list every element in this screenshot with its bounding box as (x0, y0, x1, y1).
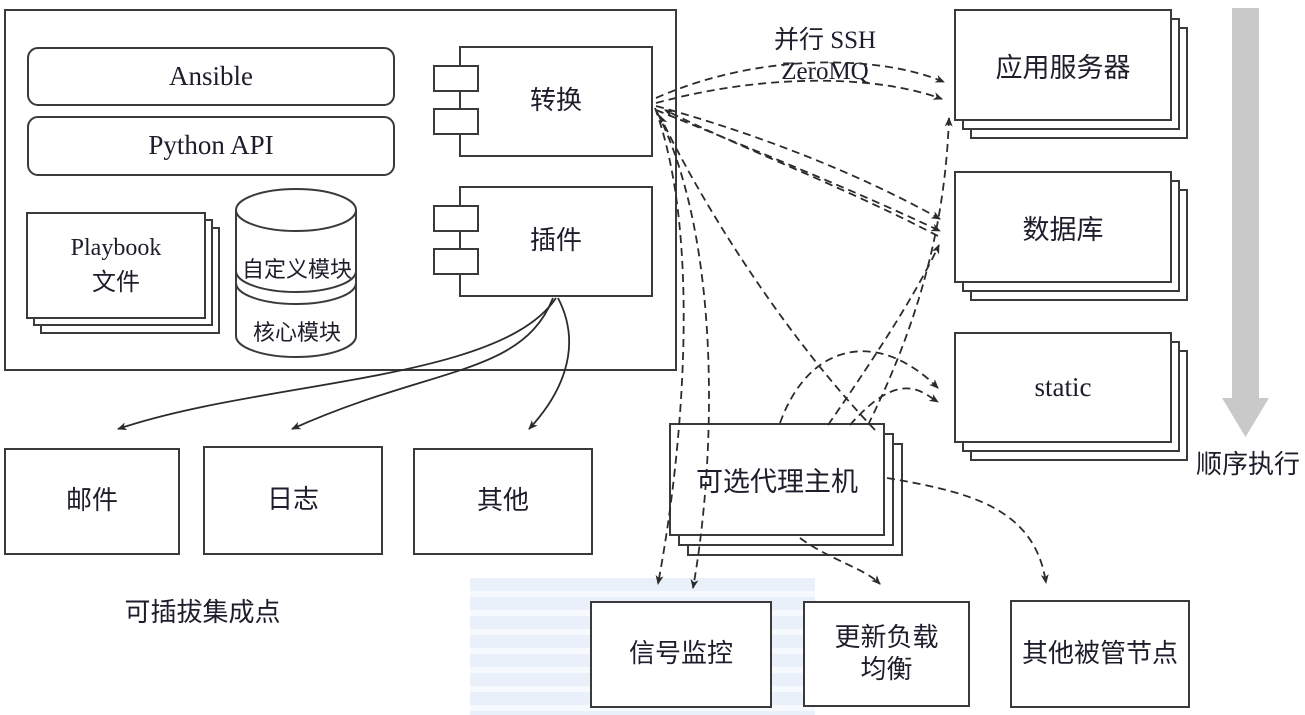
stack-static: static (954, 332, 1190, 463)
zeromq-text: ZeroMQ (781, 58, 869, 85)
proxy-host-label: 可选代理主机 (696, 467, 858, 497)
component-port-icon (433, 248, 479, 275)
node-load-balancer: 更新负载 均衡 (803, 601, 970, 707)
node-ansible-label: Ansible (169, 60, 253, 91)
other-label: 其他 (476, 486, 529, 516)
node-signal-monitor: 信号监控 (590, 601, 772, 708)
arrow-proxy-to-other-managed (886, 477, 1049, 584)
playbook-label-line1: Playbook (70, 234, 162, 261)
stack-playbook-front: Playbook 文件 (26, 212, 206, 319)
component-port-icon (433, 205, 479, 232)
load-balancer-label-line1: 更新负载 (834, 622, 939, 652)
database-label: 数据库 (1022, 214, 1104, 245)
stack-proxy-host-front: 可选代理主机 (669, 423, 885, 536)
sequence-arrow (1222, 8, 1269, 437)
cylinder-divider (235, 270, 357, 293)
node-plugins: 插件 (459, 186, 653, 297)
arrow-proxy-return-to-transport (659, 115, 876, 431)
signal-monitor-label: 信号监控 (628, 639, 733, 669)
component-port-icon (433, 65, 479, 92)
core-modules-label: 核心模块 (235, 315, 359, 347)
component-port-icon (433, 108, 479, 135)
label-pluggable-integration: 可插拔集成点 (100, 592, 305, 629)
node-log: 日志 (203, 446, 383, 555)
arrow-transport-to-db-1 (655, 105, 941, 220)
arrow-proxy-to-static-1 (779, 350, 939, 424)
node-transport: 转换 (459, 46, 653, 157)
node-ansible: Ansible (27, 47, 395, 106)
sequential-execution-text: 顺序执行 (1195, 450, 1300, 479)
node-python-api-label: Python API (148, 130, 274, 161)
stack-static-front: static (954, 332, 1172, 443)
arrow-proxy-to-static-2 (849, 387, 939, 426)
label-sequential-execution: 顺序执行 (1192, 444, 1304, 481)
arrow-db-return-to-transport (664, 109, 939, 237)
other-managed-label: 其他被管节点 (1021, 638, 1178, 668)
node-transport-label: 转换 (529, 86, 582, 116)
mail-label: 邮件 (65, 486, 118, 516)
label-parallel-ssh: 并行 SSH (750, 20, 900, 56)
node-other-managed: 其他被管节点 (1010, 600, 1190, 708)
arrow-transport-to-db-2 (655, 109, 941, 232)
app-servers-label: 应用服务器 (995, 52, 1131, 83)
parallel-ssh-text: 并行 SSH (773, 27, 877, 54)
node-mail: 邮件 (4, 448, 180, 555)
custom-modules-text: 自定义模块 (241, 257, 352, 282)
label-zeromq: ZeroMQ (750, 58, 900, 86)
stack-database-front: 数据库 (954, 171, 1172, 283)
arrow-proxy-to-db (827, 244, 940, 426)
stack-proxy-host: 可选代理主机 (669, 423, 903, 556)
node-other: 其他 (413, 448, 593, 555)
stack-database: 数据库 (954, 171, 1190, 303)
load-balancer-label-line2: 均衡 (860, 655, 913, 684)
stack-playbook: Playbook 文件 (26, 212, 220, 334)
stack-app-servers-front: 应用服务器 (954, 9, 1172, 121)
pluggable-integration-text: 可插拔集成点 (124, 598, 281, 627)
custom-modules-label: 自定义模块 (235, 252, 359, 284)
stack-app-servers: 应用服务器 (954, 9, 1190, 141)
log-label: 日志 (266, 485, 319, 515)
node-python-api: Python API (27, 116, 395, 176)
static-label: static (1034, 372, 1092, 402)
arrow-proxy-to-app (867, 117, 953, 426)
playbook-label-line2: 文件 (92, 269, 140, 296)
core-modules-text: 核心模块 (252, 320, 341, 345)
node-plugins-label: 插件 (529, 226, 582, 256)
